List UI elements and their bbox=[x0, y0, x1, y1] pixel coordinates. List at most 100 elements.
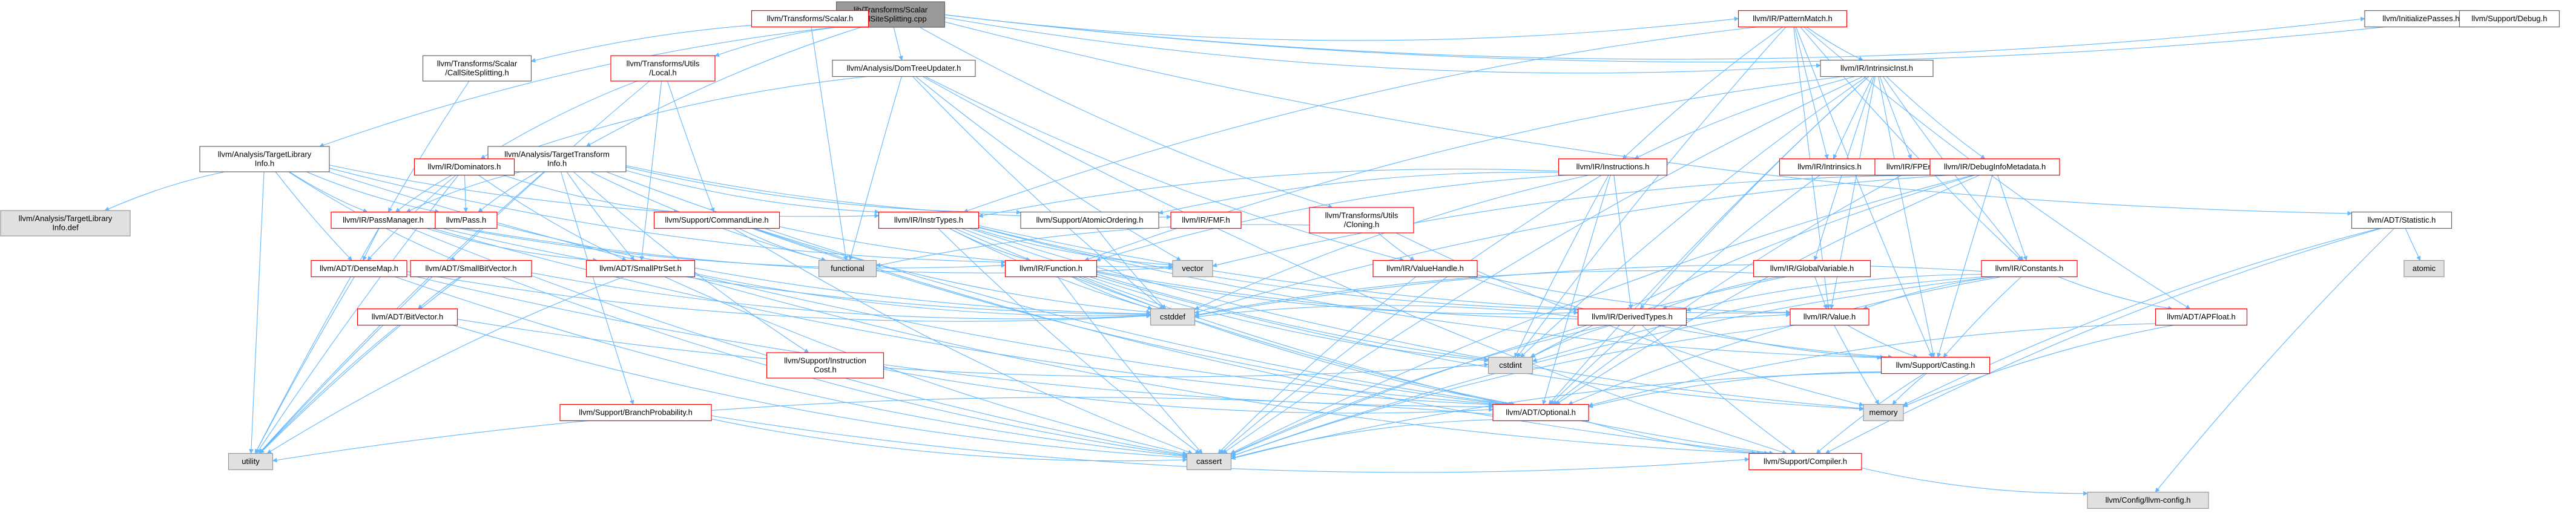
graph-node-config[interactable]: llvm/Config/llvm-config.h bbox=[2087, 491, 2209, 509]
node-label: llvm/ADT/DenseMap.h bbox=[320, 264, 398, 273]
graph-node-optional[interactable]: llvm/ADT/Optional.h bbox=[1492, 404, 1589, 422]
node-box bbox=[1981, 260, 2078, 278]
graph-node-doms[interactable]: llvm/IR/Dominators.h bbox=[413, 158, 515, 176]
graph-node-cloning[interactable]: llvm/Transforms/Utils/Cloning.h bbox=[1309, 207, 1414, 234]
node-label: llvm/Analysis/TargetLibrary bbox=[218, 150, 312, 159]
graph-node-intrinst[interactable]: llvm/IR/IntrinsicInst.h bbox=[1820, 59, 1934, 77]
graph-node-instrtypes[interactable]: llvm/IR/InstrTypes.h bbox=[878, 211, 980, 229]
node-box bbox=[1863, 404, 1904, 422]
edge-vh-to-value bbox=[1477, 274, 1791, 315]
edge-domtree-to-vh bbox=[924, 76, 1405, 262]
edge-root-to-statistic bbox=[944, 21, 2353, 216]
node-box bbox=[1779, 158, 1880, 176]
node-label: llvm/IR/Intrinsics.h bbox=[1797, 162, 1861, 171]
edge-value-to-casting bbox=[1847, 325, 1919, 358]
graph-node-fmf[interactable]: llvm/IR/FMF.h bbox=[1170, 211, 1242, 229]
graph-node-branchprob[interactable]: llvm/Support/BranchProbability.h bbox=[559, 404, 712, 422]
node-box bbox=[751, 10, 869, 28]
node-label: llvm/Support/Compiler.h bbox=[1764, 457, 1847, 466]
graph-node-utility[interactable]: utility bbox=[228, 453, 274, 471]
graph-node-debug[interactable]: llvm/Support/Debug.h bbox=[2459, 10, 2560, 28]
edge-intrinst-to-fpenv bbox=[1879, 76, 1912, 160]
node-label: cstddef bbox=[1160, 312, 1185, 321]
graph-node-cassert[interactable]: cassert bbox=[1186, 453, 1232, 471]
edge-sbv-to-utility bbox=[259, 276, 462, 454]
graph-node-derived[interactable]: llvm/IR/DerivedTypes.h bbox=[1577, 308, 1687, 326]
graph-node-intrinsics[interactable]: llvm/IR/Intrinsics.h bbox=[1779, 158, 1880, 176]
node-label: llvm/IR/IntrinsicInst.h bbox=[1840, 64, 1913, 73]
graph-node-atomicstd[interactable]: atomic bbox=[2403, 260, 2445, 278]
node-label: Info.h bbox=[547, 159, 567, 168]
graph-node-memory[interactable]: memory bbox=[1863, 404, 1904, 422]
edge-cmdline-to-vector bbox=[779, 226, 1173, 269]
graph-node-cstddef[interactable]: cstddef bbox=[1150, 308, 1196, 326]
graph-node-sbv[interactable]: llvm/ADT/SmallBitVector.h bbox=[410, 260, 532, 278]
edge-patmatch-to-instrs bbox=[1622, 27, 1783, 160]
graph-node-tlocal[interactable]: llvm/Transforms/Utils/Local.h bbox=[610, 55, 716, 82]
edge-function-to-value bbox=[1096, 271, 1791, 320]
edge-optional-to-cassert bbox=[1230, 419, 1494, 460]
graph-node-passes[interactable]: llvm/InitializePasses.h bbox=[2364, 10, 2478, 28]
node-box bbox=[2087, 491, 2209, 509]
node-label: llvm/IR/DerivedTypes.h bbox=[1592, 312, 1673, 321]
edge-statistic-to-atomicstd bbox=[2405, 228, 2421, 261]
graph-node-apfloat[interactable]: llvm/ADT/APFloat.h bbox=[2155, 308, 2248, 326]
graph-node-scalar[interactable]: llvm/Transforms/Scalar.h bbox=[751, 10, 869, 28]
graph-node-dbginfo[interactable]: llvm/IR/DebugInfoMetadata.h bbox=[1929, 158, 2060, 176]
graph-node-value[interactable]: llvm/IR/Value.h bbox=[1790, 308, 1869, 326]
edge-tti-to-utility bbox=[259, 171, 545, 454]
node-box bbox=[818, 260, 877, 278]
graph-node-cmdline[interactable]: llvm/Support/CommandLine.h bbox=[653, 211, 780, 229]
edge-function-to-cstdint bbox=[1089, 276, 1489, 363]
graph-node-function[interactable]: llvm/IR/Function.h bbox=[1004, 260, 1098, 278]
node-label: llvm/IR/PatternMatch.h bbox=[1753, 14, 1833, 23]
edge-intrinst-to-intrinsics bbox=[1833, 76, 1874, 160]
node-label: llvm/IR/Function.h bbox=[1020, 264, 1082, 273]
node-box bbox=[585, 260, 696, 278]
graph-node-densemap[interactable]: llvm/ADT/DenseMap.h bbox=[311, 260, 407, 278]
node-box bbox=[1753, 260, 1871, 278]
edge-tlocal-to-utility bbox=[259, 80, 650, 454]
edge-root-to-intrinst bbox=[944, 17, 1821, 74]
graph-node-functional[interactable]: functional bbox=[818, 260, 877, 278]
graph-node-instrs[interactable]: llvm/IR/Instructions.h bbox=[1558, 158, 1668, 176]
graph-node-atomic[interactable]: llvm/Support/AtomicOrdering.h bbox=[1020, 211, 1159, 229]
edge-tli-to-pm bbox=[289, 171, 368, 213]
edge-instrs-to-optional bbox=[1542, 175, 1611, 405]
graph-node-statistic[interactable]: llvm/ADT/Statistic.h bbox=[2351, 211, 2452, 229]
edge-instrtypes-to-casting bbox=[978, 227, 1882, 360]
node-label: llvm/ADT/APFloat.h bbox=[2167, 312, 2235, 321]
edge-constants-to-cassert bbox=[1230, 276, 1995, 457]
node-box bbox=[559, 404, 712, 422]
edge-intrinst-to-instrs bbox=[1634, 76, 1856, 159]
node-label: functional bbox=[831, 264, 865, 273]
node-label: llvm/IR/Dominators.h bbox=[428, 162, 501, 171]
edge-statistic-to-compiler bbox=[1825, 227, 2382, 454]
graph-node-gv[interactable]: llvm/IR/GlobalVariable.h bbox=[1753, 260, 1871, 278]
graph-node-pass[interactable]: llvm/Pass.h bbox=[435, 211, 498, 229]
node-label: llvm/ADT/BitVector.h bbox=[372, 312, 443, 321]
edge-compiler-to-config bbox=[1861, 467, 2088, 496]
graph-node-pm[interactable]: llvm/IR/PassManager.h bbox=[331, 211, 436, 229]
graph-node-constants[interactable]: llvm/IR/Constants.h bbox=[1981, 260, 2078, 278]
graph-node-domtree[interactable]: llvm/Analysis/DomTreeUpdater.h bbox=[832, 59, 976, 77]
node-box bbox=[1487, 356, 1533, 374]
graph-node-csplit[interactable]: llvm/Transforms/Scalar/CallSiteSplitting… bbox=[422, 55, 532, 82]
edge-function-to-derived bbox=[1096, 272, 1579, 315]
graph-node-patmatch[interactable]: llvm/IR/PatternMatch.h bbox=[1738, 10, 1848, 28]
edge-domtree-to-functional bbox=[848, 76, 902, 261]
edge-layer bbox=[104, 14, 2460, 496]
graph-node-cstdint[interactable]: cstdint bbox=[1487, 356, 1533, 374]
graph-node-vh[interactable]: llvm/IR/ValueHandle.h bbox=[1372, 260, 1478, 278]
graph-node-casting[interactable]: llvm/Support/Casting.h bbox=[1880, 356, 1991, 374]
graph-node-sps[interactable]: llvm/ADT/SmallPtrSet.h bbox=[585, 260, 696, 278]
node-box bbox=[1150, 308, 1196, 326]
graph-node-vector[interactable]: vector bbox=[1172, 260, 1213, 278]
graph-node-compiler[interactable]: llvm/Support/Compiler.h bbox=[1748, 453, 1862, 471]
graph-node-bitvector[interactable]: llvm/ADT/BitVector.h bbox=[357, 308, 458, 326]
node-box bbox=[832, 59, 976, 77]
